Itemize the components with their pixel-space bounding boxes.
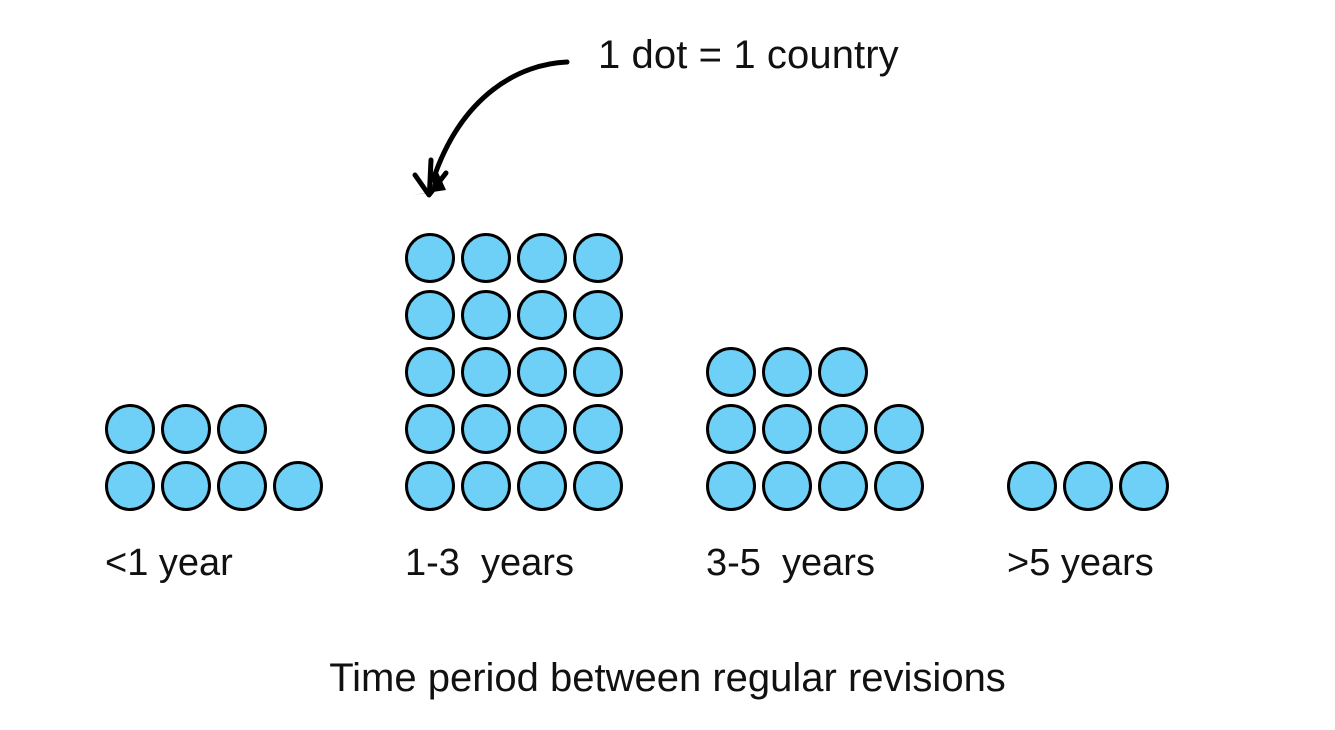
country-dot[interactable] (517, 233, 567, 283)
country-dot[interactable] (517, 290, 567, 340)
country-dot[interactable] (573, 404, 623, 454)
country-dot[interactable] (461, 347, 511, 397)
dot-row (105, 404, 329, 461)
dot-group: >5 years (1007, 461, 1175, 586)
dot-row (405, 290, 629, 347)
country-dot[interactable] (818, 461, 868, 511)
country-dot[interactable] (1063, 461, 1113, 511)
country-dot[interactable] (217, 404, 267, 454)
country-dot[interactable] (405, 461, 455, 511)
country-dot[interactable] (161, 461, 211, 511)
country-dot[interactable] (405, 233, 455, 283)
dot-group: <1 year (105, 404, 329, 586)
dot-row (405, 347, 629, 404)
group-label: <1 year (105, 542, 233, 584)
country-dot[interactable] (1119, 461, 1169, 511)
group-label: 3-5 years (706, 542, 875, 584)
country-dot[interactable] (517, 461, 567, 511)
country-dot[interactable] (762, 461, 812, 511)
annotation-arrow-icon (412, 59, 570, 198)
country-dot[interactable] (161, 404, 211, 454)
country-dot[interactable] (573, 461, 623, 511)
dot-stack (105, 404, 329, 518)
dot-row (706, 404, 930, 461)
country-dot[interactable] (405, 404, 455, 454)
dot-row (405, 404, 629, 461)
country-dot[interactable] (874, 404, 924, 454)
country-dot[interactable] (461, 290, 511, 340)
country-dot[interactable] (461, 461, 511, 511)
dot-row (1007, 461, 1175, 518)
dot-stack (1007, 461, 1175, 518)
country-dot[interactable] (706, 461, 756, 511)
dot-group: 3-5 years (706, 347, 930, 586)
country-dot[interactable] (517, 347, 567, 397)
country-dot[interactable] (105, 404, 155, 454)
dot-stack (706, 347, 930, 518)
country-dot[interactable] (461, 233, 511, 283)
annotation-label: 1 dot = 1 country (598, 33, 899, 77)
country-dot[interactable] (706, 347, 756, 397)
country-dot[interactable] (273, 461, 323, 511)
country-dot[interactable] (762, 404, 812, 454)
country-dot[interactable] (706, 404, 756, 454)
country-dot[interactable] (405, 347, 455, 397)
country-dot[interactable] (517, 404, 567, 454)
dot-row (706, 347, 930, 404)
country-dot[interactable] (461, 404, 511, 454)
country-dot[interactable] (1007, 461, 1057, 511)
group-label: 1-3 years (405, 542, 574, 584)
group-label: >5 years (1007, 542, 1154, 584)
country-dot[interactable] (573, 347, 623, 397)
dot-stack (405, 233, 629, 518)
country-dot[interactable] (573, 233, 623, 283)
country-dot[interactable] (874, 461, 924, 511)
country-dot[interactable] (818, 347, 868, 397)
country-dot[interactable] (818, 404, 868, 454)
dot-group: 1-3 years (405, 233, 629, 586)
dot-row (706, 461, 930, 518)
country-dot[interactable] (405, 290, 455, 340)
country-dot[interactable] (762, 347, 812, 397)
dot-row (105, 461, 329, 518)
country-dot[interactable] (105, 461, 155, 511)
dot-row (405, 233, 629, 290)
country-dot[interactable] (573, 290, 623, 340)
country-dot[interactable] (217, 461, 267, 511)
dot-row (405, 461, 629, 518)
chart-caption: Time period between regular revisions (329, 656, 1006, 700)
